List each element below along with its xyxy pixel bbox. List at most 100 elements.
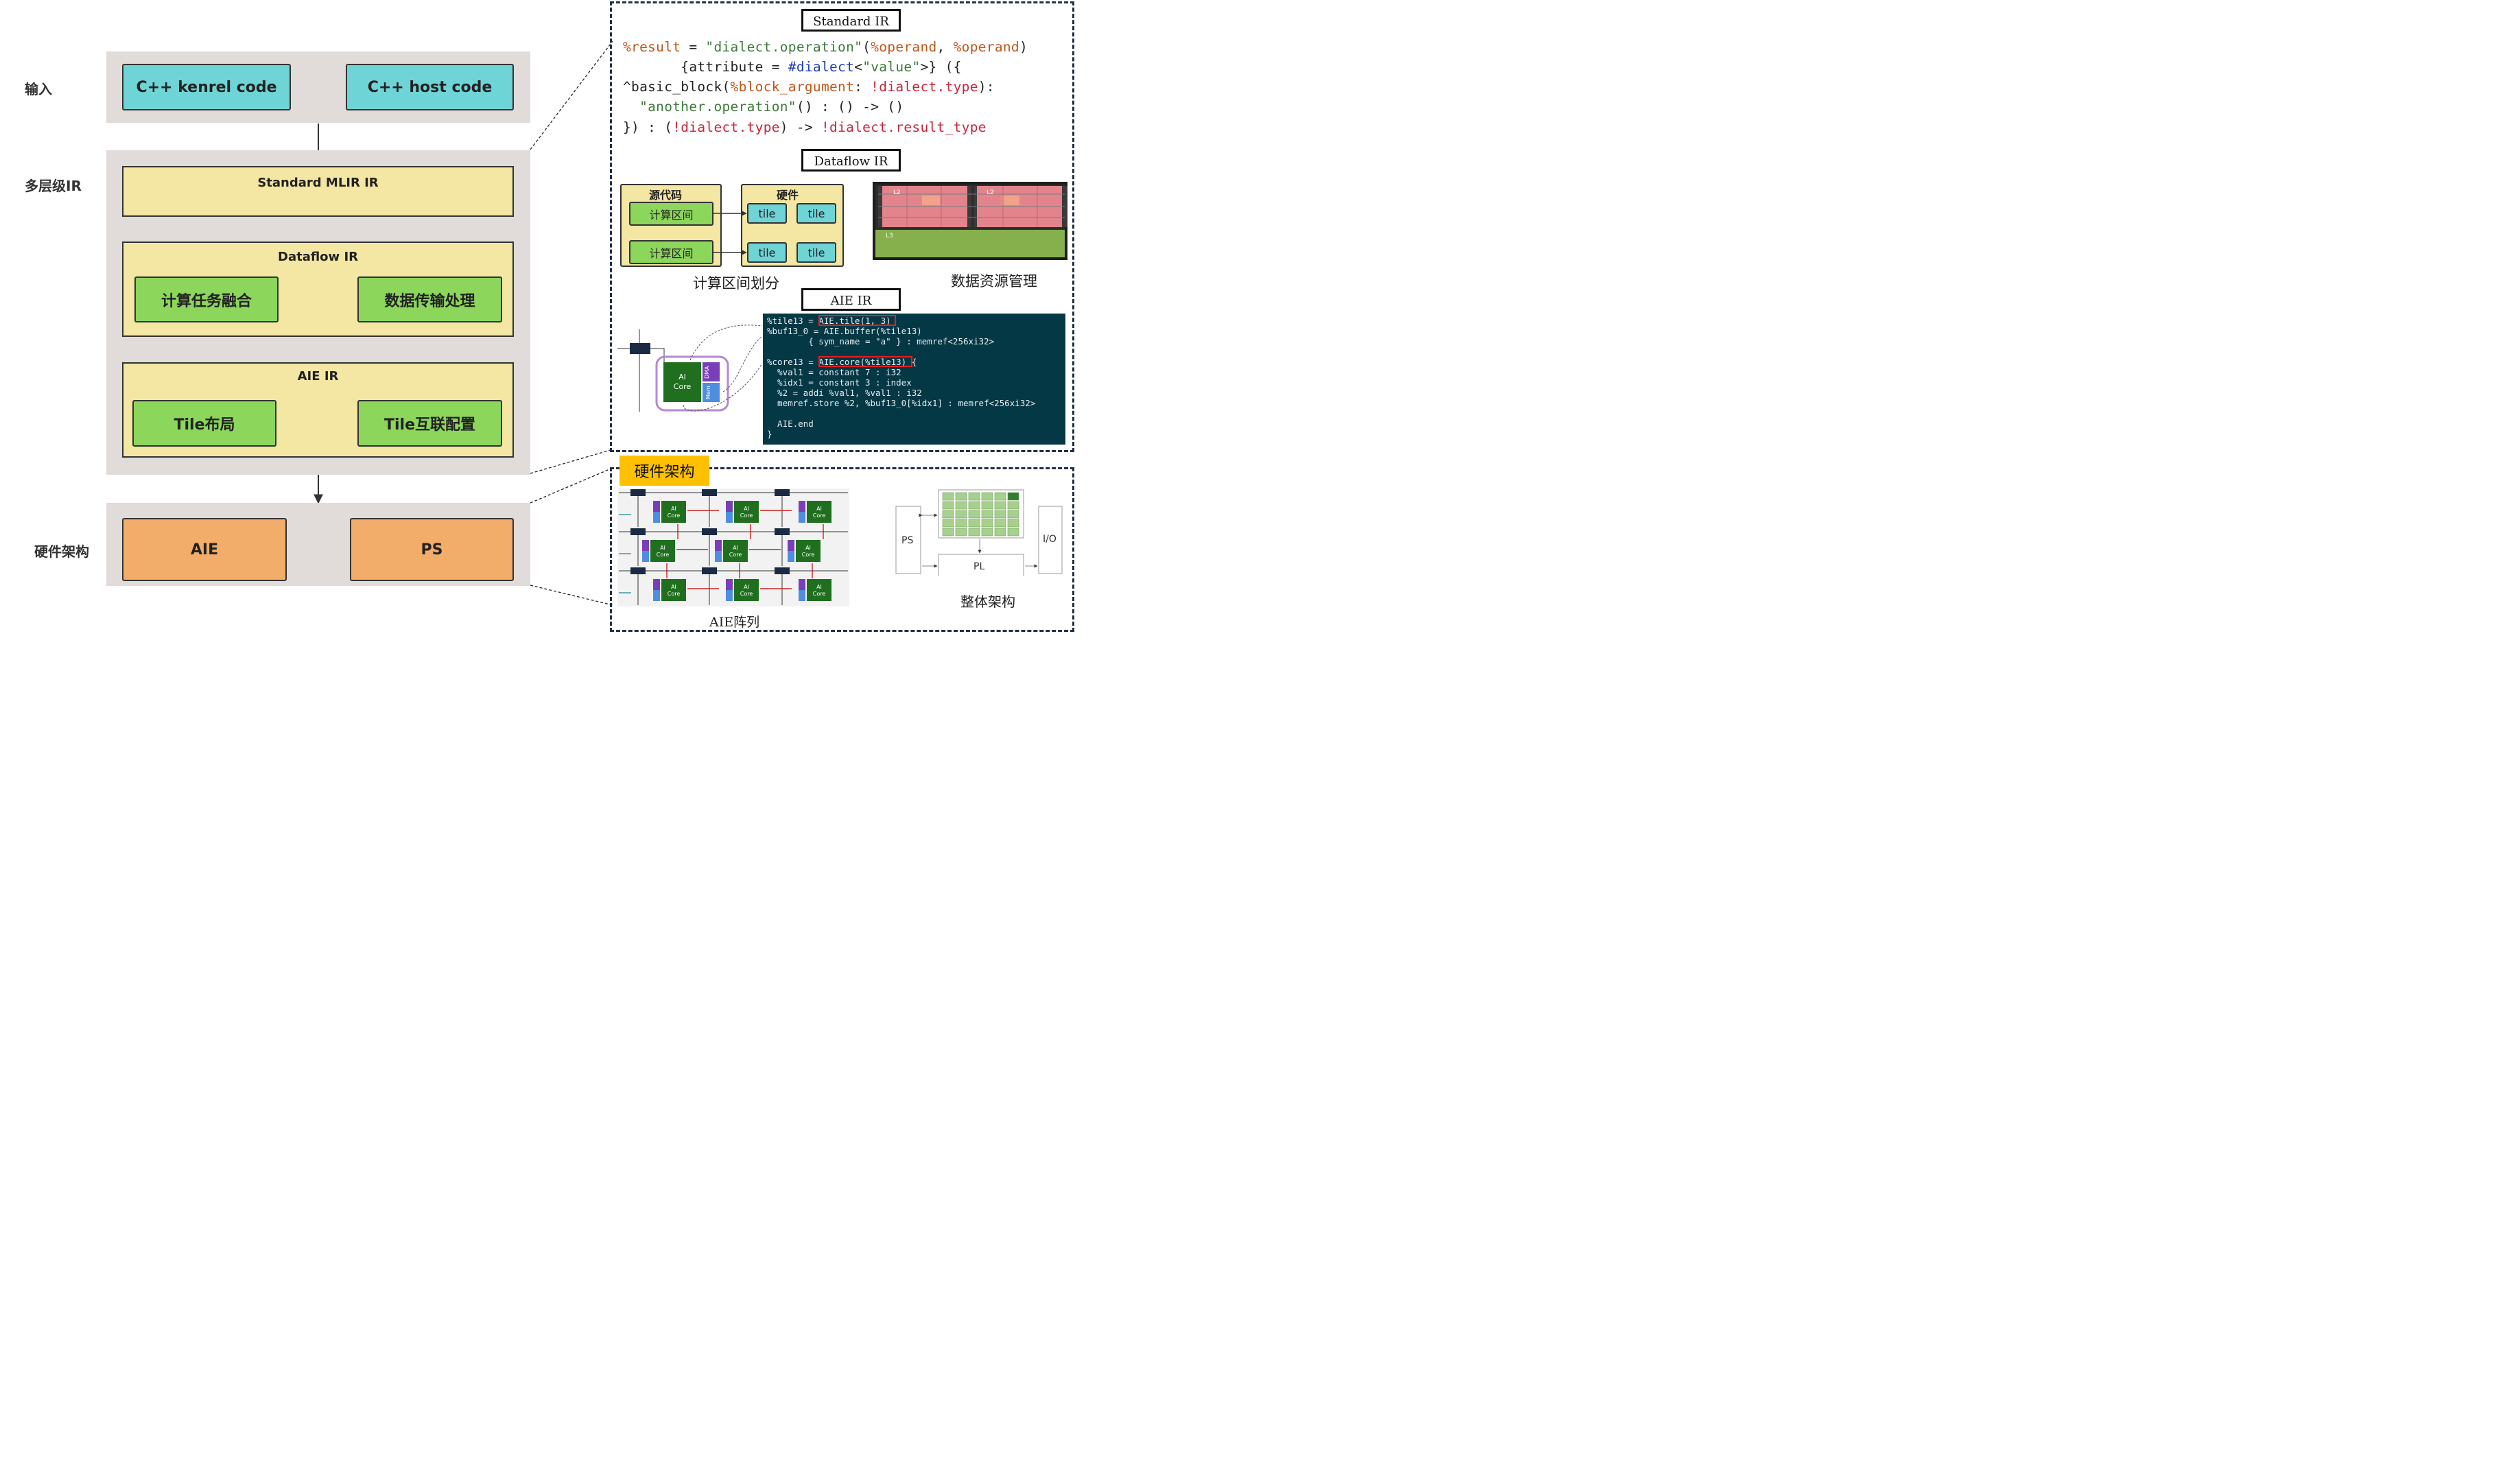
dma-block (715, 540, 722, 551)
tile-layout-box: Tile布局 (132, 400, 276, 447)
ai-core-text: AI (744, 584, 749, 590)
switch-box (630, 489, 646, 496)
standard-ir-title: Standard IR (801, 9, 901, 32)
pl-cell (955, 501, 967, 510)
row-label-ir: 多层级IR (25, 178, 82, 194)
code-token: !dialect.type (672, 119, 780, 135)
code-token: : (854, 79, 871, 95)
ai-core-block (661, 501, 686, 523)
data-transfer-box: 数据传输处理 (357, 276, 502, 322)
dma-block (799, 579, 805, 590)
pl-cell (1007, 510, 1019, 519)
pl-cell (942, 528, 954, 537)
ai-core-text: AI (816, 506, 822, 512)
code-line-1: %result = "dialect.operation"(%operand, … (623, 39, 1028, 55)
switch-box (630, 567, 646, 574)
ai-core-label-line2: Core (673, 382, 692, 391)
pl-cell (994, 492, 1006, 501)
dma-block (653, 501, 660, 512)
code-token: = (681, 39, 706, 55)
zoom-line-hw-top (530, 467, 613, 504)
pl-cell (942, 510, 954, 519)
code-token: ( (862, 39, 871, 55)
aie-code-line-7: %idx1 = constant 3 : index (767, 377, 912, 388)
hardware-detail-panel (610, 467, 1074, 632)
zoom-line-mid (530, 449, 613, 474)
zoom-line-hw-bottom (530, 585, 613, 606)
pl-cell (1007, 501, 1019, 510)
pl-cell (955, 492, 967, 501)
code-token: #dialect (788, 59, 855, 75)
ai-core-block (796, 540, 821, 562)
dma-block (726, 501, 733, 512)
dma-block (653, 579, 660, 590)
switch-box (775, 528, 790, 535)
ai-core-block (734, 501, 759, 523)
standard-mlir-ir-box: Standard MLIR IR (122, 166, 514, 217)
code-token: %block_argument (730, 79, 855, 95)
dataflow-ir-title-right: Dataflow IR (801, 149, 901, 172)
io-label: I/O (1043, 534, 1057, 545)
code-token: %operand (871, 39, 937, 55)
code-token: "dialect.operation" (705, 39, 863, 55)
calc-interval-2: 计算区间 (629, 240, 713, 264)
code-line-3: ^basic_block(%block_argument: !dialect.t… (623, 79, 995, 95)
pl-cell (981, 528, 993, 537)
ai-core-text: Core (740, 513, 753, 519)
tile-4: tile (796, 242, 836, 263)
pl-cell (994, 501, 1006, 510)
code-token: %operand (953, 39, 1019, 55)
highlight-aie-tile (818, 315, 896, 326)
dataflow-ir-title: Dataflow IR (278, 250, 358, 264)
tile-2: tile (796, 203, 836, 224)
overall-architecture-graphic (895, 489, 1063, 576)
pl-cell (942, 492, 954, 501)
ai-core-block (807, 501, 831, 523)
switch-box (702, 489, 717, 496)
switch-box (630, 528, 646, 535)
ai-core-block (807, 579, 831, 601)
code-token: () : () -> () (796, 99, 904, 115)
mem-block (653, 512, 660, 523)
zoom-line-top (530, 40, 613, 150)
mem-block (726, 512, 733, 523)
aie-code-line-3: { sym_name = "a" } : memref<256xi32> (767, 336, 995, 346)
mem-block (799, 590, 805, 601)
ai-core-text: Core (668, 513, 681, 519)
mem-block (726, 590, 733, 601)
ai-core-text: AI (660, 545, 665, 551)
dma-block (726, 579, 733, 590)
hardware-group-label: 硬件 (777, 189, 799, 202)
ai-core-text: Core (657, 552, 670, 558)
aie-code-line-5: %core13 = AIE.core(%tile13) { (767, 357, 917, 367)
aie-code-line-2: %buf13_0 = AIE.buffer(%tile13) (767, 326, 922, 336)
pl-cell (942, 501, 954, 510)
calc-interval-1: 计算区间 (629, 202, 713, 226)
code-token: ) -> (779, 119, 821, 135)
ai-core-text: Core (729, 552, 742, 558)
source-code-label: 源代码 (649, 189, 683, 202)
code-token: ^basic_block( (623, 79, 731, 95)
row-label-input: 输入 (25, 81, 52, 97)
code-token: "another.operation" (623, 99, 796, 115)
mem-block (653, 590, 660, 601)
code-token: "value" (862, 59, 921, 75)
ai-core-text: AI (671, 506, 676, 512)
pl-cell (968, 492, 980, 501)
aie-code-line-11: AIE.end (767, 419, 814, 429)
ai-core-text: AI (733, 545, 738, 551)
tile-3: tile (747, 242, 787, 263)
cpp-kernel-code-box: C++ kenrel code (122, 64, 291, 110)
code-token: !dialect.result_type (821, 119, 987, 135)
ai-core-text: AI (805, 545, 811, 551)
pl-cell (981, 510, 993, 519)
code-token: %result (623, 39, 681, 55)
ai-core-text: Core (740, 591, 753, 597)
ai-core-text: AI (816, 584, 822, 590)
tile-1: tile (747, 203, 787, 224)
switch-box (702, 528, 717, 535)
highlight-aie-core (818, 356, 912, 367)
pl-cell (942, 519, 954, 528)
aie-array-caption: AIE阵列 (709, 615, 760, 630)
pl-label: PL (973, 561, 985, 572)
